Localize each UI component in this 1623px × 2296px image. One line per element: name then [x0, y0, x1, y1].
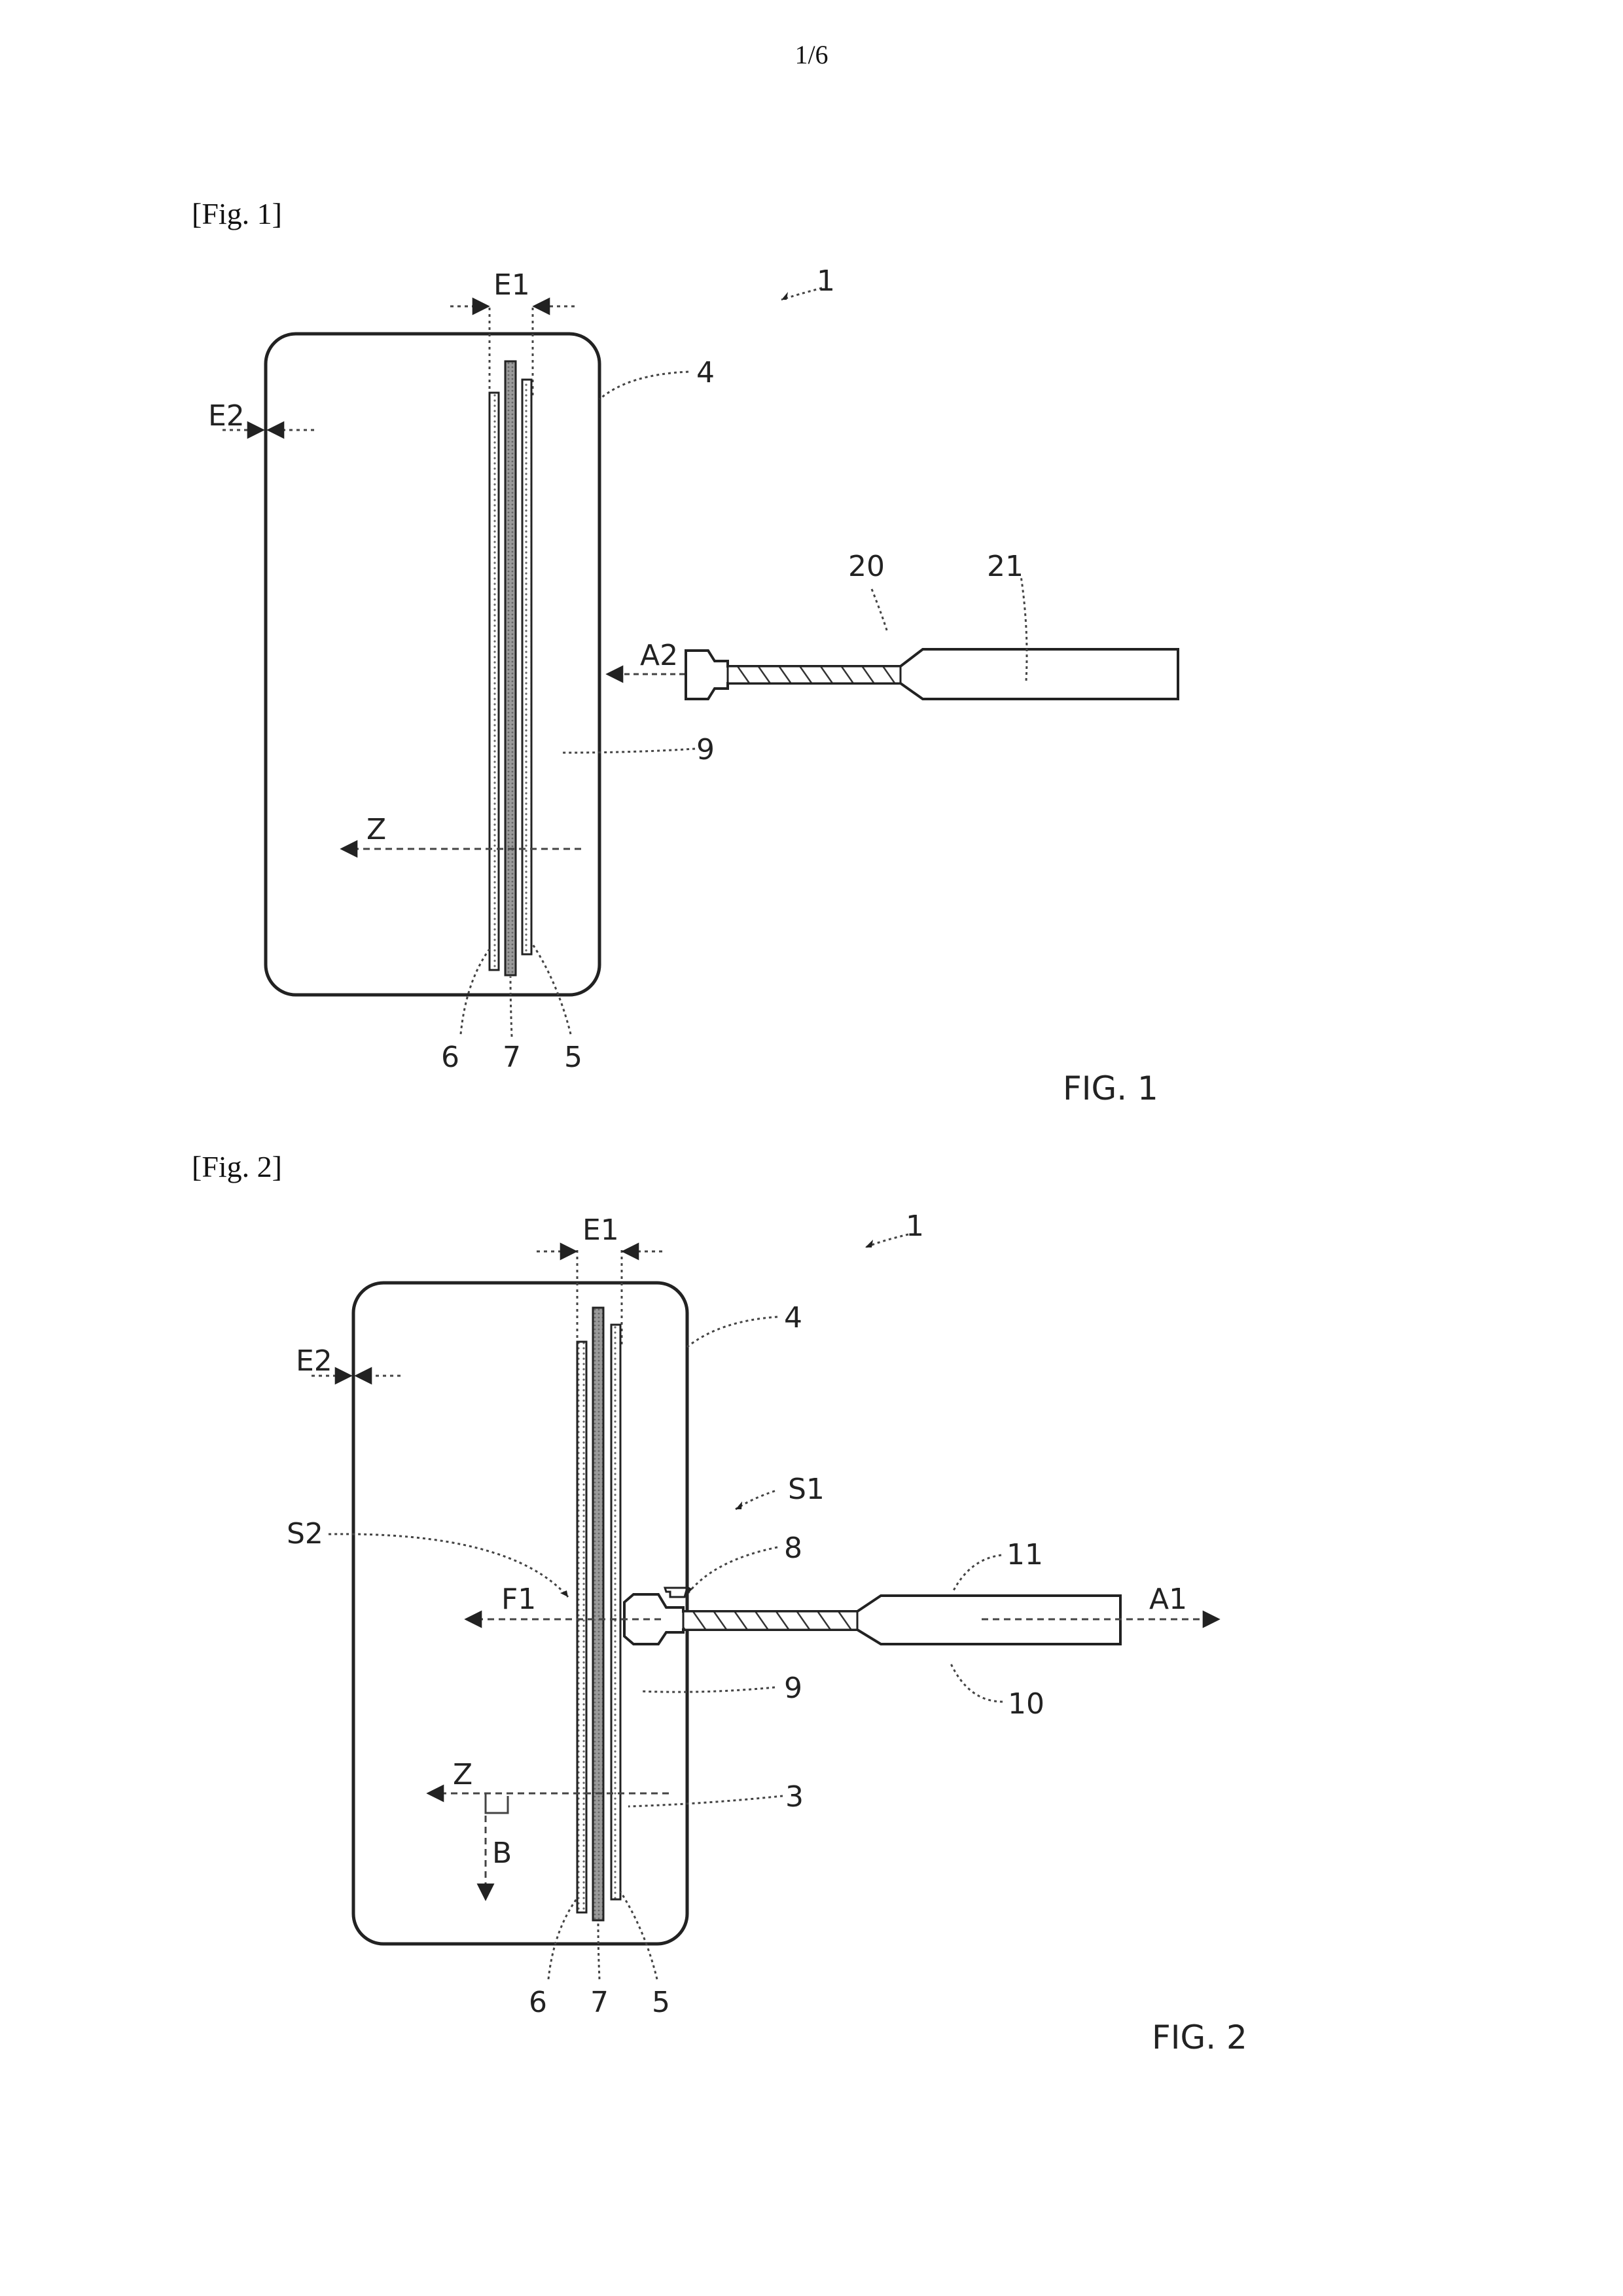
right-angle-mark — [486, 1793, 508, 1813]
direction-f1-label: F1 — [501, 1583, 536, 1616]
ref-3: 3 — [785, 1780, 804, 1814]
dimension-e2-label: E2 — [296, 1344, 332, 1378]
direction-z-label: Z — [366, 813, 386, 846]
tool-10-thread — [683, 1611, 857, 1630]
layer-7 — [593, 1308, 603, 1920]
ref-5: 5 — [564, 1041, 582, 1074]
dimension-e2-label: E2 — [208, 399, 245, 433]
direction-a1-label: A1 — [1149, 1583, 1187, 1616]
assembly-arrowhead — [865, 1240, 873, 1247]
tool-20-thread — [728, 666, 901, 683]
ref-9: 9 — [784, 1672, 802, 1705]
layer-6 — [577, 1342, 586, 1912]
ref-1: 1 — [906, 1210, 924, 1243]
ref-6: 6 — [441, 1041, 459, 1074]
direction-a2-label: A2 — [640, 639, 678, 672]
housing-outline — [266, 334, 599, 995]
direction-z-label: Z — [453, 1758, 473, 1791]
tool-10 — [624, 1588, 1120, 1644]
ref-20: 20 — [848, 550, 885, 583]
ref-7: 7 — [590, 1986, 609, 2019]
tool-10-outline — [665, 1588, 687, 1597]
dimension-e1-label: E1 — [582, 1213, 619, 1247]
ref-21: 21 — [987, 550, 1024, 583]
layer-5 — [611, 1325, 620, 1899]
ref-s1: S1 — [788, 1473, 825, 1506]
figure-2-caption: FIG. 2 — [1152, 2018, 1247, 2056]
ref-11: 11 — [1007, 1538, 1043, 1571]
ref-9: 9 — [696, 733, 715, 766]
ref-1: 1 — [817, 264, 835, 298]
ref-10: 10 — [1008, 1687, 1044, 1721]
ref-4: 4 — [696, 356, 715, 389]
figure-1-caption: FIG. 1 — [1063, 1069, 1158, 1107]
layer-6 — [490, 393, 499, 970]
figure-1: E1 E2 Z — [208, 264, 1178, 1107]
ref-4: 4 — [784, 1301, 802, 1335]
tool-20 — [686, 649, 1178, 699]
ref-7: 7 — [503, 1041, 521, 1074]
figure-2: E1 E2 F1 A1 Z — [287, 1210, 1247, 2056]
layer-5 — [522, 380, 531, 954]
layer-7 — [505, 361, 516, 975]
ref-8: 8 — [784, 1532, 802, 1565]
ref-5: 5 — [652, 1986, 670, 2019]
direction-b-label: B — [492, 1837, 512, 1870]
ref-6: 6 — [529, 1986, 547, 2019]
ref-s2: S2 — [287, 1517, 323, 1551]
dimension-e1-label: E1 — [493, 268, 530, 302]
